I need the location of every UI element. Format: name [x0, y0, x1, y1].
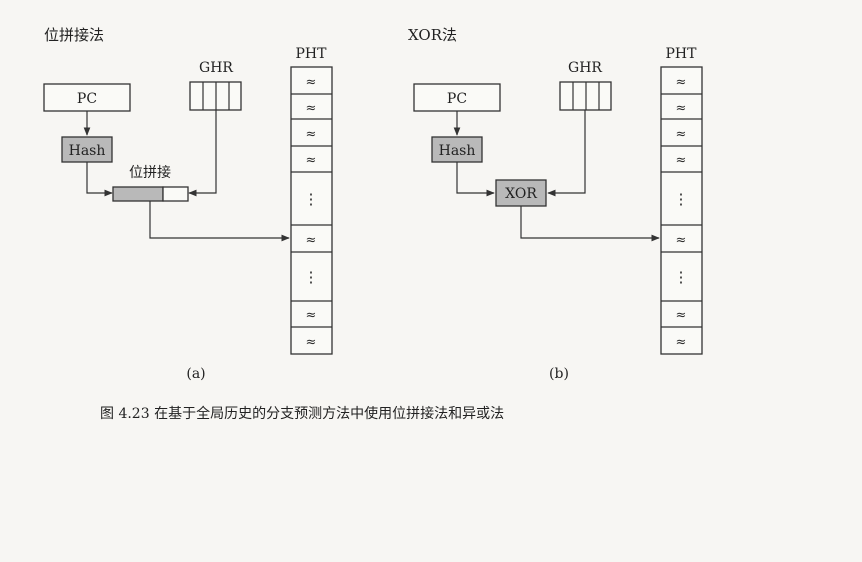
caption-a: (a): [186, 366, 205, 382]
ghr-register-b: [559, 81, 612, 111]
pc-box-a: PC: [43, 83, 131, 112]
pc-label-b: PC: [447, 91, 467, 107]
hash-box-a: Hash: [61, 136, 113, 163]
pht-ellipsis-a: ⋮: [304, 268, 319, 286]
pc-label-a: PC: [77, 91, 97, 107]
pht-entry-b: ≈: [676, 153, 687, 168]
arrow-hash-xor-b: [456, 162, 495, 197]
pht-entry-a: ≈: [306, 127, 317, 142]
pht-ellipsis-b: ⋮: [674, 268, 689, 286]
arrow-ghr-xor-b: [547, 110, 586, 197]
ghr-label-b: GHR: [568, 60, 602, 76]
figure-caption: 图 4.23 在基于全局历史的分支预测方法中使用位拼接法和异或法: [100, 405, 504, 422]
pht-table-a: ≈ ≈ ≈ ≈ ⋮ ≈ ⋮ ≈ ≈: [290, 66, 333, 355]
title-b: XOR法: [408, 26, 457, 44]
arrow-ghr-concat-a: [188, 110, 217, 197]
pht-table-b: ≈ ≈ ≈ ≈ ⋮ ≈ ⋮ ≈ ≈: [660, 66, 703, 355]
hash-box-b: Hash: [431, 136, 483, 163]
caption-b: (b): [549, 366, 569, 382]
pht-label-b: PHT: [666, 46, 698, 62]
concat-register-a: [112, 186, 189, 202]
diagram-b: XOR法 PC Hash GHR XOR PHT: [408, 26, 703, 382]
hash-label-a: Hash: [69, 143, 106, 159]
pht-entry-b: ≈: [676, 335, 687, 350]
pht-entry-a: ≈: [306, 101, 317, 116]
pht-label-a: PHT: [296, 46, 328, 62]
arrow-concat-pht-a: [149, 201, 290, 242]
pht-entry-b: ≈: [676, 127, 687, 142]
xor-box-b: XOR: [495, 179, 547, 207]
pht-ellipsis-b: ⋮: [674, 190, 689, 208]
pht-entry-a: ≈: [306, 153, 317, 168]
pht-entry-a: ≈: [306, 75, 317, 90]
pht-ellipsis-a: ⋮: [304, 190, 319, 208]
pht-entry-a: ≈: [306, 308, 317, 323]
xor-label-b: XOR: [505, 186, 537, 202]
arrow-hash-concat-a: [86, 162, 113, 197]
pht-entry-b: ≈: [676, 233, 687, 248]
pht-entry-b: ≈: [676, 308, 687, 323]
ghr-register-a: [189, 81, 242, 111]
arrow-xor-pht-b: [520, 206, 660, 242]
concat-label-a: 位拼接: [129, 164, 171, 181]
pht-entry-a: ≈: [306, 233, 317, 248]
diagram-a: 位拼接法 PC Hash GHR 位拼接 PHT: [43, 26, 333, 382]
hash-label-b: Hash: [439, 143, 476, 159]
ghr-label-a: GHR: [199, 60, 233, 76]
pht-entry-b: ≈: [676, 75, 687, 90]
pht-entry-b: ≈: [676, 101, 687, 116]
pc-box-b: PC: [413, 83, 501, 112]
pht-entry-a: ≈: [306, 335, 317, 350]
title-a: 位拼接法: [44, 26, 104, 44]
